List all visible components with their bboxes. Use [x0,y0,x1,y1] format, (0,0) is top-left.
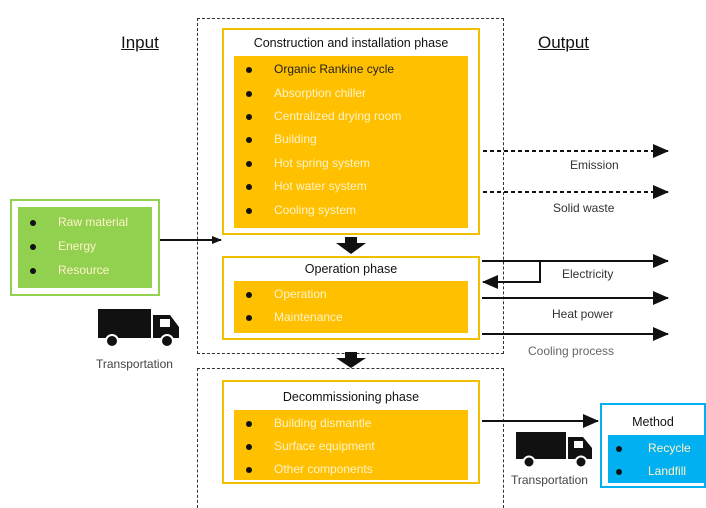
heat-power-label: Heat power [552,307,614,321]
bullet-icon [246,67,252,73]
operation-phase-title: Operation phase [304,262,398,276]
decommissioning-items-panel: Building dismantle Surface equipment Oth… [234,410,468,480]
bullet-icon [246,315,252,321]
input-items-panel: Raw material Energy Resource [18,207,152,288]
cooling-process-label: Cooling process [528,344,615,358]
bullet-icon [246,114,252,120]
bullet-icon [246,444,252,450]
output-heading: Output [538,33,590,52]
bullet-icon [246,292,252,298]
truck-icon-right [516,432,592,469]
bullet-icon [30,220,36,226]
bullet-icon [246,137,252,143]
bullet-icon [246,91,252,97]
construction-phase-title: Construction and installation phase [253,36,449,50]
bullet-icon [30,244,36,250]
construction-to-operation-arrow-icon [336,237,366,254]
construction-items-panel: Organic Rankine cycle Absorption chiller… [234,56,468,228]
decommissioning-phase-title: Decommissioning phase [282,390,420,404]
electricity-feedback-arrow [482,261,541,289]
operation-items-panel: Operation Maintenance [234,281,468,333]
bullet-icon [246,421,252,427]
transportation-label-right: Transportation [511,473,588,487]
method-items-panel: Recycle Landfill [608,435,706,483]
input-heading: Input [121,33,159,52]
input-box: Raw material Energy Resource [10,199,160,296]
electricity-label: Electricity [562,267,614,281]
operation-phase-box: Operation phase Operation Maintenance [222,256,480,340]
decommissioning-phase-box: Decommissioning phase Building dismantle… [222,380,480,484]
bullet-icon [616,469,622,475]
transportation-label-left: Transportation [96,357,173,371]
operation-to-decommissioning-arrow-icon [336,352,366,368]
bullet-icon [246,161,252,167]
emission-label: Emission [570,158,619,172]
truck-icon-left [98,309,179,348]
bullet-icon [30,268,36,274]
bullet-icon [246,208,252,214]
bullet-icon [246,467,252,473]
bullet-icon [246,184,252,190]
method-title: Method [632,415,674,429]
construction-phase-box: Construction and installation phase Orga… [222,28,480,235]
solid-waste-label: Solid waste [553,201,615,215]
bullet-icon [616,446,622,452]
method-box: Method Recycle Landfill [600,403,706,488]
decommissioning-dashed-frame [197,368,504,508]
